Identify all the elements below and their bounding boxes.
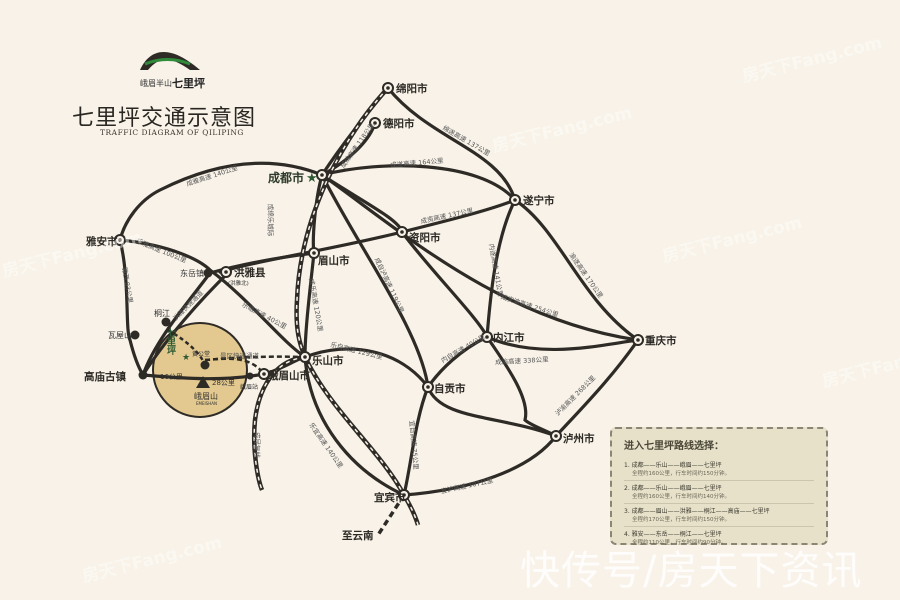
route-option: 1. 成都——乐山——峨眉——七里坪 全程约160公里，行车时间约150分钟。 — [624, 458, 814, 481]
label-emeishan: 峨眉山 — [194, 392, 218, 401]
label-qiliping: 七里坪 — [165, 328, 175, 355]
qiliping-highlight-area — [152, 322, 248, 418]
label-ziyang: 资阳市 — [409, 232, 441, 244]
mountain-icon — [196, 376, 210, 388]
footer-watermark: 快传号/房天下资讯 — [520, 548, 863, 594]
label-luanjiang: 桐江 — [154, 309, 170, 318]
road-chenganyu — [320, 173, 640, 342]
road-yizi — [402, 385, 430, 497]
node-station — [200, 360, 210, 370]
label-luzhou: 泸州市 — [563, 433, 595, 445]
road-gaomiao-hongya — [141, 269, 232, 377]
label-dist-left: 16公里 — [160, 373, 183, 381]
road-neisui — [485, 198, 517, 339]
road-yilu — [402, 434, 558, 497]
route-option: 4. 雅安——东岳——桐江——七里坪 全程约110公里，行车时间约90分钟。 — [624, 531, 727, 546]
label-emeishan-en: EMEISHAN — [196, 401, 217, 406]
label-wawushan: 瓦屋山 — [108, 331, 132, 340]
label-yaan: 雅安市 — [86, 236, 118, 248]
label-emei-station: 峨眉站 — [240, 384, 259, 391]
road-zilu — [426, 385, 558, 438]
road-neizi — [426, 335, 489, 389]
star-icon-qiliping: ★ — [182, 353, 190, 363]
node-gaomiao — [138, 370, 148, 380]
label-zigong: 自贡市 — [434, 383, 466, 395]
scenic-road-east — [204, 355, 306, 362]
road-yusui — [513, 198, 640, 342]
label-gaomiao: 高庙古镇 — [84, 371, 126, 383]
label-chengdu: 成都市 — [268, 171, 305, 185]
logo-brand-small: 峨眉半山 — [140, 79, 172, 88]
road-chengsui — [320, 164, 517, 202]
road-chengya — [118, 161, 324, 242]
road-luyu — [554, 338, 640, 438]
label-yibin: 宜宾市 — [374, 492, 406, 504]
road-miansui — [386, 86, 517, 202]
railway-to-yunnan — [376, 494, 406, 536]
road-gaomiao-dongyue — [141, 271, 212, 377]
label-mianyang: 绵阳市 — [396, 83, 428, 95]
page-title: 七里坪交通示意图 — [72, 106, 257, 131]
railway-chengkun — [304, 356, 419, 526]
route-option: 2. 成都——乐山——峨眉——七里坪 全程约160公里，行车时间约140分钟。 — [624, 481, 814, 504]
road-yaxi — [118, 238, 145, 377]
star-icon-chengdu: ★ — [306, 171, 318, 186]
label-dongyue: 东岳镇 — [180, 269, 204, 278]
qiliping-access — [167, 328, 207, 366]
road-leyi — [303, 355, 406, 497]
label-scenic-road: 景区快速通道 — [220, 352, 259, 360]
label-suining: 遂宁市 — [523, 195, 555, 207]
legend-title: 进入七里坪路线选择： — [624, 441, 724, 452]
scenic-fast-road — [204, 357, 265, 375]
label-neijiang: 内江市 — [493, 332, 525, 344]
route-legend: 进入七里坪路线选择： 1. 成都——乐山——峨眉——七里坪 全程约160公里，行… — [610, 427, 828, 546]
label-chongqing: 重庆市 — [645, 335, 677, 347]
label-emeishan-city: 峨眉山市 — [268, 370, 310, 382]
road-label: 成昆复线 — [253, 432, 261, 458]
label-dist-right: 28公里 — [212, 379, 235, 387]
logo-mark — [140, 51, 200, 70]
node-wawushan — [130, 330, 140, 340]
road-chengzilu — [320, 173, 430, 389]
logo-brand-name: 七里坪 — [172, 77, 205, 90]
label-to-yunnan: 至云南 — [342, 530, 374, 542]
route-option: 3. 成都——眉山——洪雅——桐江——高庙——七里坪 全程约170公里，行车时间… — [624, 504, 814, 527]
node-dongyue — [203, 268, 213, 278]
node-luanjiang — [161, 317, 171, 327]
label-hongya-note: (洪雅北) — [228, 281, 249, 287]
road-neilu — [485, 335, 558, 438]
road-neiyu — [485, 335, 640, 352]
node-emei-station — [246, 372, 254, 380]
label-station: 黄公堂 — [192, 351, 211, 358]
label-meishan: 眉山市 — [318, 255, 350, 267]
label-deyang: 德阳市 — [383, 118, 415, 130]
railway-chengmianle — [295, 87, 389, 358]
label-leshan: 乐山市 — [312, 355, 344, 367]
page-subtitle: TRAFFIC DIAGRAM OF QILIPING — [100, 128, 244, 137]
road-label: 成绵乐城际 — [266, 203, 275, 237]
road-lezi — [303, 347, 430, 389]
label-hongya: 洪雅县 — [234, 267, 266, 279]
